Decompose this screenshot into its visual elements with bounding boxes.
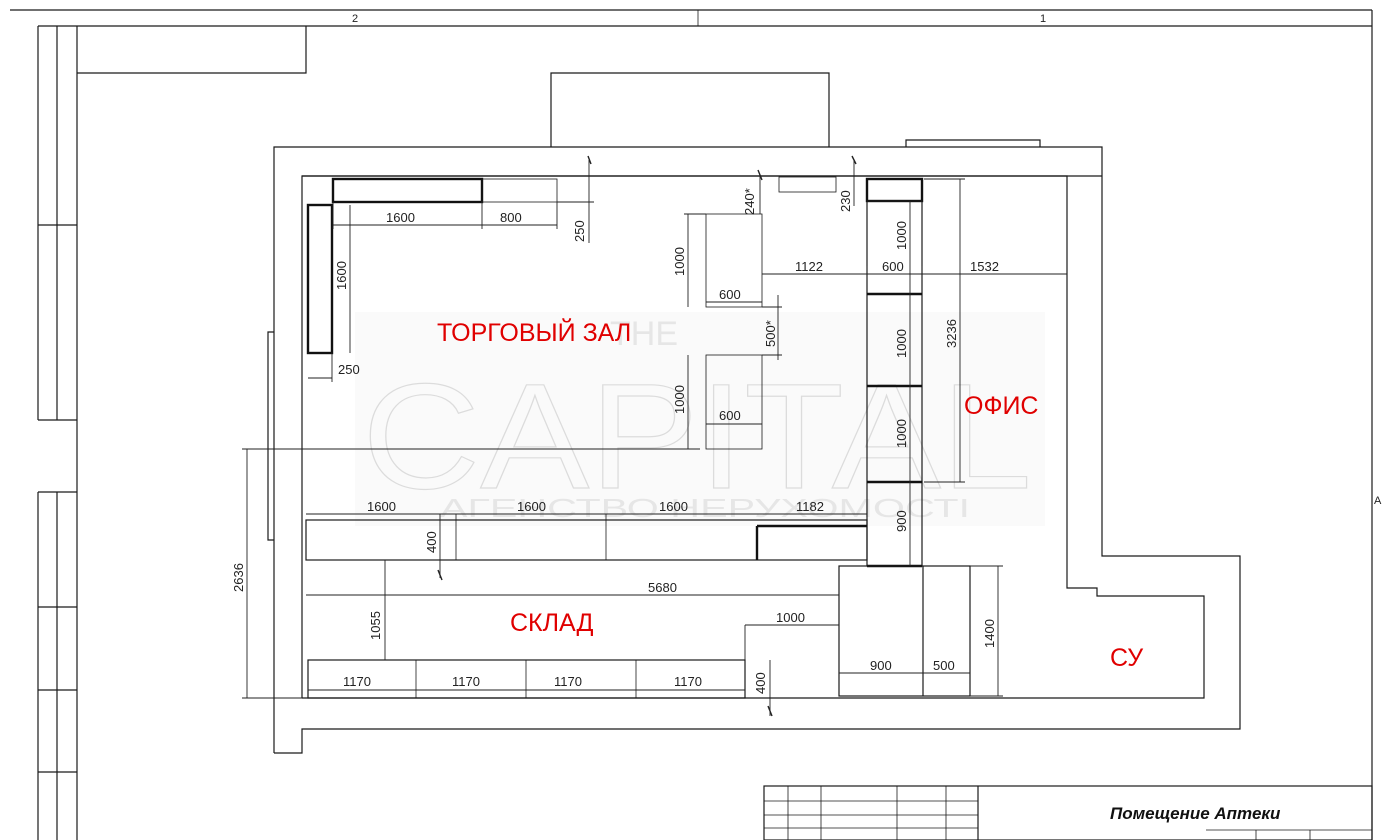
watermark-main: CAPITAL: [362, 352, 1032, 520]
walls: [267, 72, 1241, 754]
dim-1400: 1400: [982, 619, 997, 648]
title-block-title: Помещение Аптеки: [1110, 804, 1281, 823]
dim-row-1600-b: 1600: [517, 499, 546, 514]
dim-1122: 1122: [795, 259, 823, 274]
furniture: [305, 177, 971, 699]
dim-600-table2: 600: [719, 408, 741, 423]
dim-800-top: 800: [500, 210, 522, 225]
dim-1170-d: 1170: [674, 674, 702, 689]
dim-400-low: 400: [753, 672, 768, 694]
dim-1055: 1055: [368, 611, 383, 640]
room-label-sales-hall: ТОРГОВЫЙ ЗАЛ: [437, 317, 631, 347]
dim-1000-table1: 1000: [672, 247, 687, 276]
dim-office-1000-b: 1000: [894, 329, 909, 358]
dim-400-mid: 400: [424, 531, 439, 553]
dim-600-table1: 600: [719, 287, 741, 302]
dim-900-low: 900: [870, 658, 892, 673]
dim-1600-left: 1600: [334, 261, 349, 290]
dim-250-top: 250: [572, 220, 587, 242]
dim-5680: 5680: [648, 580, 677, 595]
sheet-frame: 2 1 A: [10, 9, 1382, 840]
dimension-lines: [242, 160, 1067, 716]
dim-office-900: 900: [894, 510, 909, 532]
dim-250-left: 250: [338, 362, 360, 377]
dim-office-1000-c: 1000: [894, 419, 909, 448]
title-block: Помещение Аптеки: [763, 785, 1373, 840]
dim-1170-c: 1170: [554, 674, 582, 689]
room-label-office: ОФИС: [964, 392, 1038, 420]
dim-1000-low: 1000: [776, 610, 805, 625]
dim-1182: 1182: [796, 499, 824, 514]
dim-office-1000-a: 1000: [894, 221, 909, 250]
dim-230: 230: [838, 190, 853, 212]
dim-3236: 3236: [944, 319, 959, 348]
watermark-sub: АГЕНСТВО НЕРУХОМОСТІ: [440, 493, 970, 523]
dim-240: 240*: [742, 188, 757, 215]
dim-1170-a: 1170: [343, 674, 371, 689]
dim-1000-table2: 1000: [672, 385, 687, 414]
zone-label-2: 2: [352, 13, 358, 25]
dimension-labels: 1600 800 250 240* 230 1600 250 1000 600 …: [231, 188, 999, 694]
dim-row-1600-a: 1600: [367, 499, 396, 514]
watermark: THE CAPITAL АГЕНСТВО НЕРУХОМОСТІ: [355, 312, 1045, 526]
dim-500-star: 500*: [763, 320, 778, 347]
dim-1170-b: 1170: [452, 674, 480, 689]
dim-600-office: 600: [882, 259, 904, 274]
dim-row-1600-c: 1600: [659, 499, 688, 514]
room-label-storage: СКЛАД: [510, 609, 594, 637]
dim-2636: 2636: [231, 563, 246, 592]
zone-label-1: 1: [1040, 13, 1046, 25]
dim-1600-top: 1600: [386, 210, 415, 225]
room-labels: ТОРГОВЫЙ ЗАЛ ОФИС СКЛАД СУ: [437, 317, 1143, 672]
dimension-ticks: [437, 155, 857, 717]
zone-label-a: A: [1374, 495, 1382, 507]
dim-1532: 1532: [970, 259, 999, 274]
watermark-top: THE: [610, 315, 678, 353]
room-label-bathroom: СУ: [1110, 644, 1143, 672]
dim-500-low: 500: [933, 658, 955, 673]
